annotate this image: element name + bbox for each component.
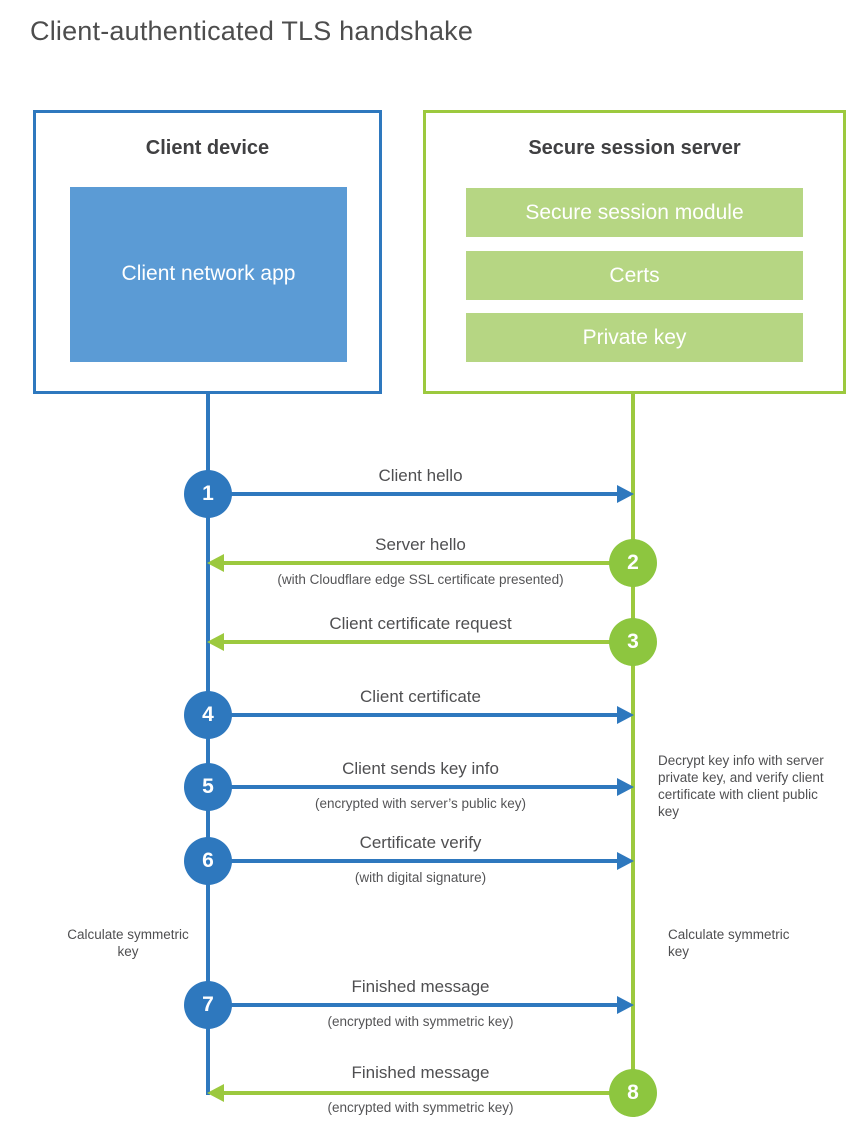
client-lifeline — [206, 392, 210, 1095]
step-5-circle: 5 — [184, 763, 232, 811]
step-4-circle: 4 — [184, 691, 232, 739]
server-module-certs: Certs — [466, 251, 803, 300]
step-3-circle: 3 — [609, 618, 657, 666]
server-module-private-key: Private key — [466, 313, 803, 362]
step-7-sublabel: (encrypted with symmetric key) — [327, 1014, 514, 1029]
step-3-arrowhead-left-icon — [207, 633, 224, 651]
step-4-label: Client certificate — [360, 687, 481, 706]
step-2-arrow — [224, 561, 633, 565]
step-6-sublabel: (with digital signature) — [354, 870, 487, 885]
step-6-label: Certificate verify — [359, 833, 482, 852]
step-4-arrow — [208, 713, 617, 717]
server-module-label: Private key — [582, 325, 687, 349]
step-7-label: Finished message — [351, 977, 490, 996]
step-5-label: Client sends key info — [342, 759, 499, 778]
step-2-arrowhead-left-icon — [207, 554, 224, 572]
client-network-app-box: Client network app — [70, 187, 347, 362]
server-module-secure-session: Secure session module — [466, 188, 803, 237]
step-8-label: Finished message — [351, 1063, 490, 1082]
step-8-sublabel: (encrypted with symmetric key) — [327, 1100, 514, 1115]
calculate-symmetric-key-note-client: Calculate symmetric key — [67, 927, 189, 959]
step-6-arrowhead-right-icon — [617, 852, 634, 870]
page-title: Client-authenticated TLS handshake — [30, 16, 474, 46]
server-module-label: Secure session module — [525, 200, 744, 224]
client-device-title: Client device — [145, 137, 270, 159]
server-module-label: Certs — [609, 263, 660, 287]
step-1-arrow — [208, 492, 617, 496]
step-5-arrowhead-right-icon — [617, 778, 634, 796]
decrypt-key-note: Decrypt key info with server private key… — [658, 753, 824, 819]
step-1-arrowhead-right-icon — [617, 485, 634, 503]
step-1-circle: 1 — [184, 470, 232, 518]
step-5-sublabel: (encrypted with server’s public key) — [314, 796, 527, 811]
step-2-circle: 2 — [609, 539, 657, 587]
step-7-circle: 7 — [184, 981, 232, 1029]
step-8-circle: 8 — [609, 1069, 657, 1117]
step-3-arrow — [224, 640, 633, 644]
step-1-label: Client hello — [378, 466, 463, 485]
calculate-symmetric-key-note-server: Calculate symmetric key — [668, 927, 790, 959]
step-7-arrowhead-right-icon — [617, 996, 634, 1014]
step-8-arrow — [224, 1091, 633, 1095]
step-3-label: Client certificate request — [329, 614, 512, 633]
step-2-sublabel: (with Cloudflare edge SSL certificate pr… — [277, 572, 564, 587]
client-network-app-label: Client network app — [121, 262, 296, 286]
step-5-arrow — [208, 785, 617, 789]
step-7-arrow — [208, 1003, 617, 1007]
step-4-arrowhead-right-icon — [617, 706, 634, 724]
step-6-circle: 6 — [184, 837, 232, 885]
step-8-arrowhead-left-icon — [207, 1084, 224, 1102]
secure-session-server-title: Secure session server — [528, 137, 741, 159]
server-lifeline — [631, 392, 635, 1095]
step-2-label: Server hello — [375, 535, 466, 554]
step-6-arrow — [208, 859, 617, 863]
